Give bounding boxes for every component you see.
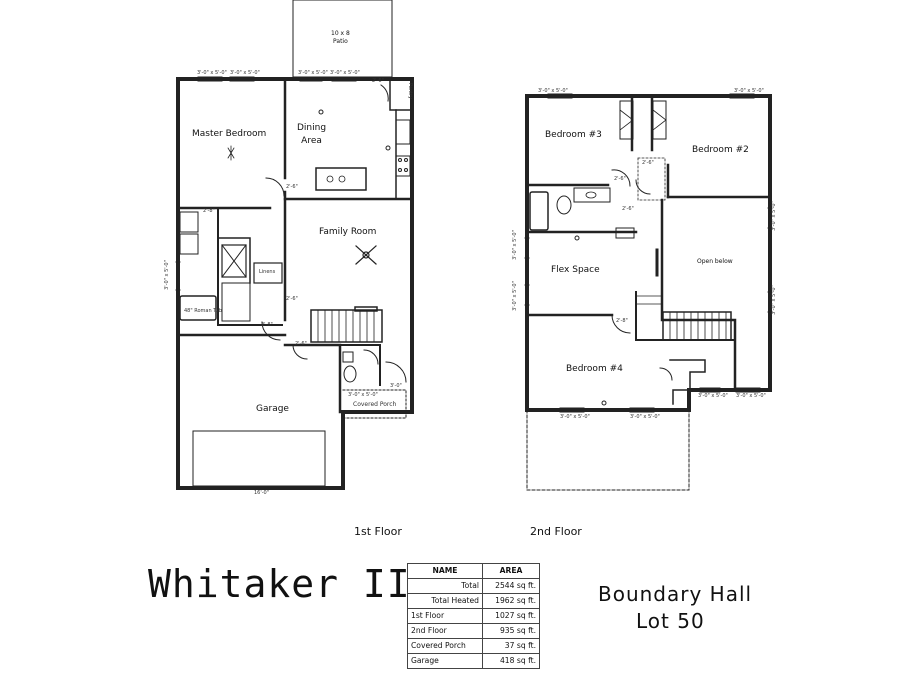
table-row: 1st Floor 1027 sq ft. [407,608,540,624]
dim2-bottom-window-3: 3'-0" x 5'-0" [698,393,728,399]
dim-side-window: 3'-0" x 5'-0" [163,260,170,290]
roman-tub [179,295,217,321]
dim2-door-4: 2'-6" [622,206,634,212]
plan-title: Whitaker II [148,562,411,606]
dim-door-3: 2'-6" [286,296,298,302]
dim-door-1: 2'-8" [203,208,215,214]
dim2-left-window-1: 3'-0" x 5'-0" [511,230,518,260]
row-name: 2nd Floor [407,623,483,639]
table-row: Total 2544 sq ft. [407,578,540,594]
row-area: 418 sq ft. [482,653,540,669]
dim2-bottom-window-1: 3'-0" x 5'-0" [560,414,590,420]
light-fixture-icon [227,145,235,161]
first-floor-exterior-wall [176,77,414,490]
dim2-top-window-2: 3'-0" x 5'-0" [734,88,764,94]
patio-label: 10 x 8 Patio [331,30,350,45]
bedroom3-label: Bedroom #3 [545,130,602,140]
second-floor-stairs [662,311,732,341]
second-floor-caption: 2nd Floor [530,525,582,538]
area-table-header: NAME AREA [407,563,540,579]
covered-porch-outline [342,389,407,419]
pantry-label: Pantry [407,83,413,99]
dim2-door-1: 2'-6" [614,176,626,182]
garage-door-outline [192,430,326,487]
row-name: Covered Porch [407,638,483,654]
row-area: 1027 sq ft. [482,608,540,624]
kitchen-island [315,167,367,191]
linen-closet [253,262,283,284]
second-floor-exterior-wall [525,94,772,412]
dim2-left-window-2: 3'-0" x 5'-0" [511,281,518,311]
dim-top-window-2: 3'-0" x 5'-0" [230,70,260,76]
linens-label: Linens [259,269,276,275]
dim2-right-window-2: 3'-0" x 5'-0" [770,285,777,315]
dim2-bottom-window-2: 3'-0" x 5'-0" [630,414,660,420]
row-area: 935 sq ft. [482,623,540,639]
dim-garage-door: 16'-0" [254,490,270,496]
dim2-right-window-1: 3'-0" x 5'-0" [770,201,777,231]
dim-door-5: 3'-0" [390,383,402,389]
location-line-2: Lot 50 [636,609,705,633]
roof-outline-below [526,409,690,491]
dim-top-window-1: 3'-0" x 5'-0" [197,70,227,76]
dim-porch-window: 3'-0" x 5'-0" [348,392,378,398]
garage-label: Garage [256,404,289,414]
covered-porch-label: Covered Porch [353,401,397,408]
location-line-1: Boundary Hall [598,582,753,606]
tub-label: 48" Roman Tub [184,308,222,314]
master-bedroom-label: Master Bedroom [192,129,267,139]
dim-top-window-4: 3'-0" x 5'-0" [330,70,360,76]
bedroom4-label: Bedroom #4 [566,364,623,374]
area-table: NAME AREA Total 2544 sq ft. Total Heated… [407,563,540,669]
bathtub [529,191,549,231]
table-row: Total Heated 1962 sq ft. [407,593,540,609]
row-name: Total [407,578,483,594]
dim-door-7: 2'-6" [372,78,384,84]
bedroom2-label: Bedroom #2 [692,145,749,155]
dining-area-label: Dining Area [297,123,327,146]
dim-door-6: 2'-6" [295,341,307,347]
table-row: Garage 418 sq ft. [407,653,540,669]
row-area: 2544 sq ft. [482,578,540,594]
dim2-bottom-window-4: 3'-0" x 5'-0" [736,393,766,399]
row-name: Total Heated [407,593,483,609]
first-floor-stairs [310,309,383,343]
dim2-top-window-1: 3'-0" x 5'-0" [538,88,568,94]
open-below-label: Open below [697,258,733,265]
first-floor-caption: 1st Floor [354,525,402,538]
flex-space-label: Flex Space [551,265,600,275]
dim-door-2: 2'-6" [286,184,298,190]
row-name: 1st Floor [407,608,483,624]
row-name: Garage [407,653,483,669]
row-area: 37 sq ft. [482,638,540,654]
header-name: NAME [407,563,483,579]
table-row: 2nd Floor 935 sq ft. [407,623,540,639]
dim2-door-2: 2'-6" [642,160,654,166]
dim-door-4: 2'-8" [261,322,273,328]
ceiling-fan-icon [355,245,377,265]
header-area: AREA [482,563,540,579]
dim2-door-3: 2'-8" [616,318,628,324]
family-room-label: Family Room [319,227,377,237]
dim-top-window-3: 3'-0" x 5'-0" [298,70,328,76]
table-row: Covered Porch 37 sq ft. [407,638,540,654]
row-area: 1962 sq ft. [482,593,540,609]
